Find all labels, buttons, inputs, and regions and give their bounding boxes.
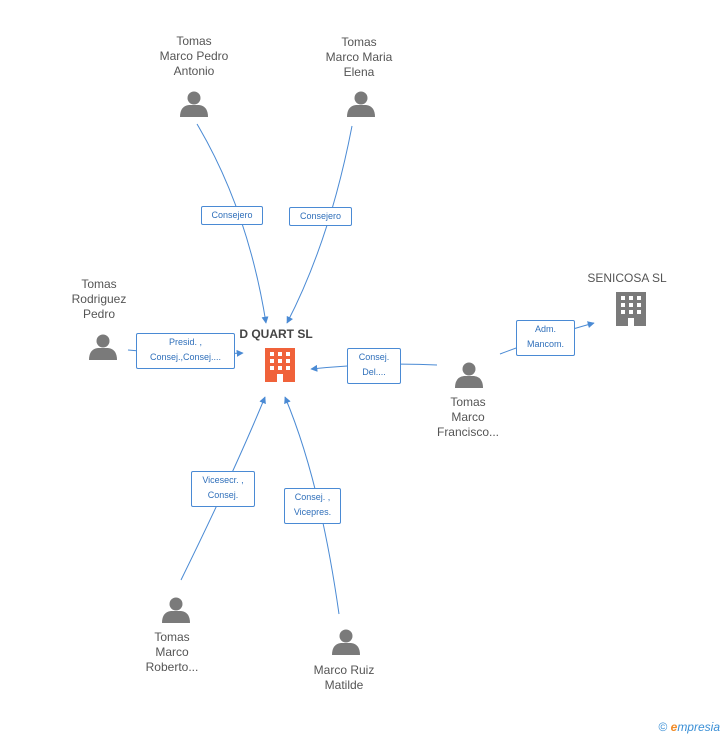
copyright-icon: © xyxy=(658,720,668,734)
edge-label-consej-vicepres[interactable]: Consej. , Vicepres. xyxy=(284,488,341,524)
brand-name: mpresia xyxy=(677,720,720,734)
edge-label-consejero[interactable]: Consejero xyxy=(289,207,352,226)
person-icon[interactable] xyxy=(89,334,117,361)
person-icon[interactable] xyxy=(332,629,360,656)
node-label-tomas-pedro-antonio[interactable]: Tomas Marco Pedro Antonio xyxy=(159,34,229,78)
node-label-tomas-francisco[interactable]: Tomas Marco Francisco... xyxy=(436,395,499,439)
node-label-marco-ruiz[interactable]: Marco Ruiz Matilde xyxy=(313,663,375,692)
person-icon[interactable] xyxy=(180,91,208,118)
node-label-tomas-roberto[interactable]: Tomas Marco Roberto... xyxy=(145,630,199,674)
brand-footer[interactable]: © empresia xyxy=(658,720,720,734)
person-icon[interactable] xyxy=(162,597,190,624)
node-label-dquart[interactable]: D QUART SL xyxy=(239,327,313,341)
brand-logo-initial: e xyxy=(670,720,678,734)
edge-label-consejero[interactable]: Consejero xyxy=(201,206,263,225)
edge-label-vicesecr-consej[interactable]: Vicesecr. , Consej. xyxy=(191,471,255,507)
node-label-senicosa[interactable]: SENICOSA SL xyxy=(587,271,667,285)
person-icon[interactable] xyxy=(455,362,483,389)
edge-label-presid-consej[interactable]: Presid. , Consej.,Consej.... xyxy=(136,333,235,369)
building-icon[interactable] xyxy=(616,292,646,326)
person-icon[interactable] xyxy=(347,91,375,118)
edge-label-consej-del[interactable]: Consej. Del.... xyxy=(347,348,401,384)
edge-label-adm-mancom[interactable]: Adm. Mancom. xyxy=(516,320,575,356)
building-icon[interactable] xyxy=(265,348,295,382)
node-label-tomas-rodriguez[interactable]: Tomas Rodriguez Pedro xyxy=(71,277,127,321)
edge-maria-elena-to-dquart xyxy=(286,125,353,324)
node-label-tomas-maria-elena[interactable]: Tomas Marco Maria Elena xyxy=(325,35,393,79)
